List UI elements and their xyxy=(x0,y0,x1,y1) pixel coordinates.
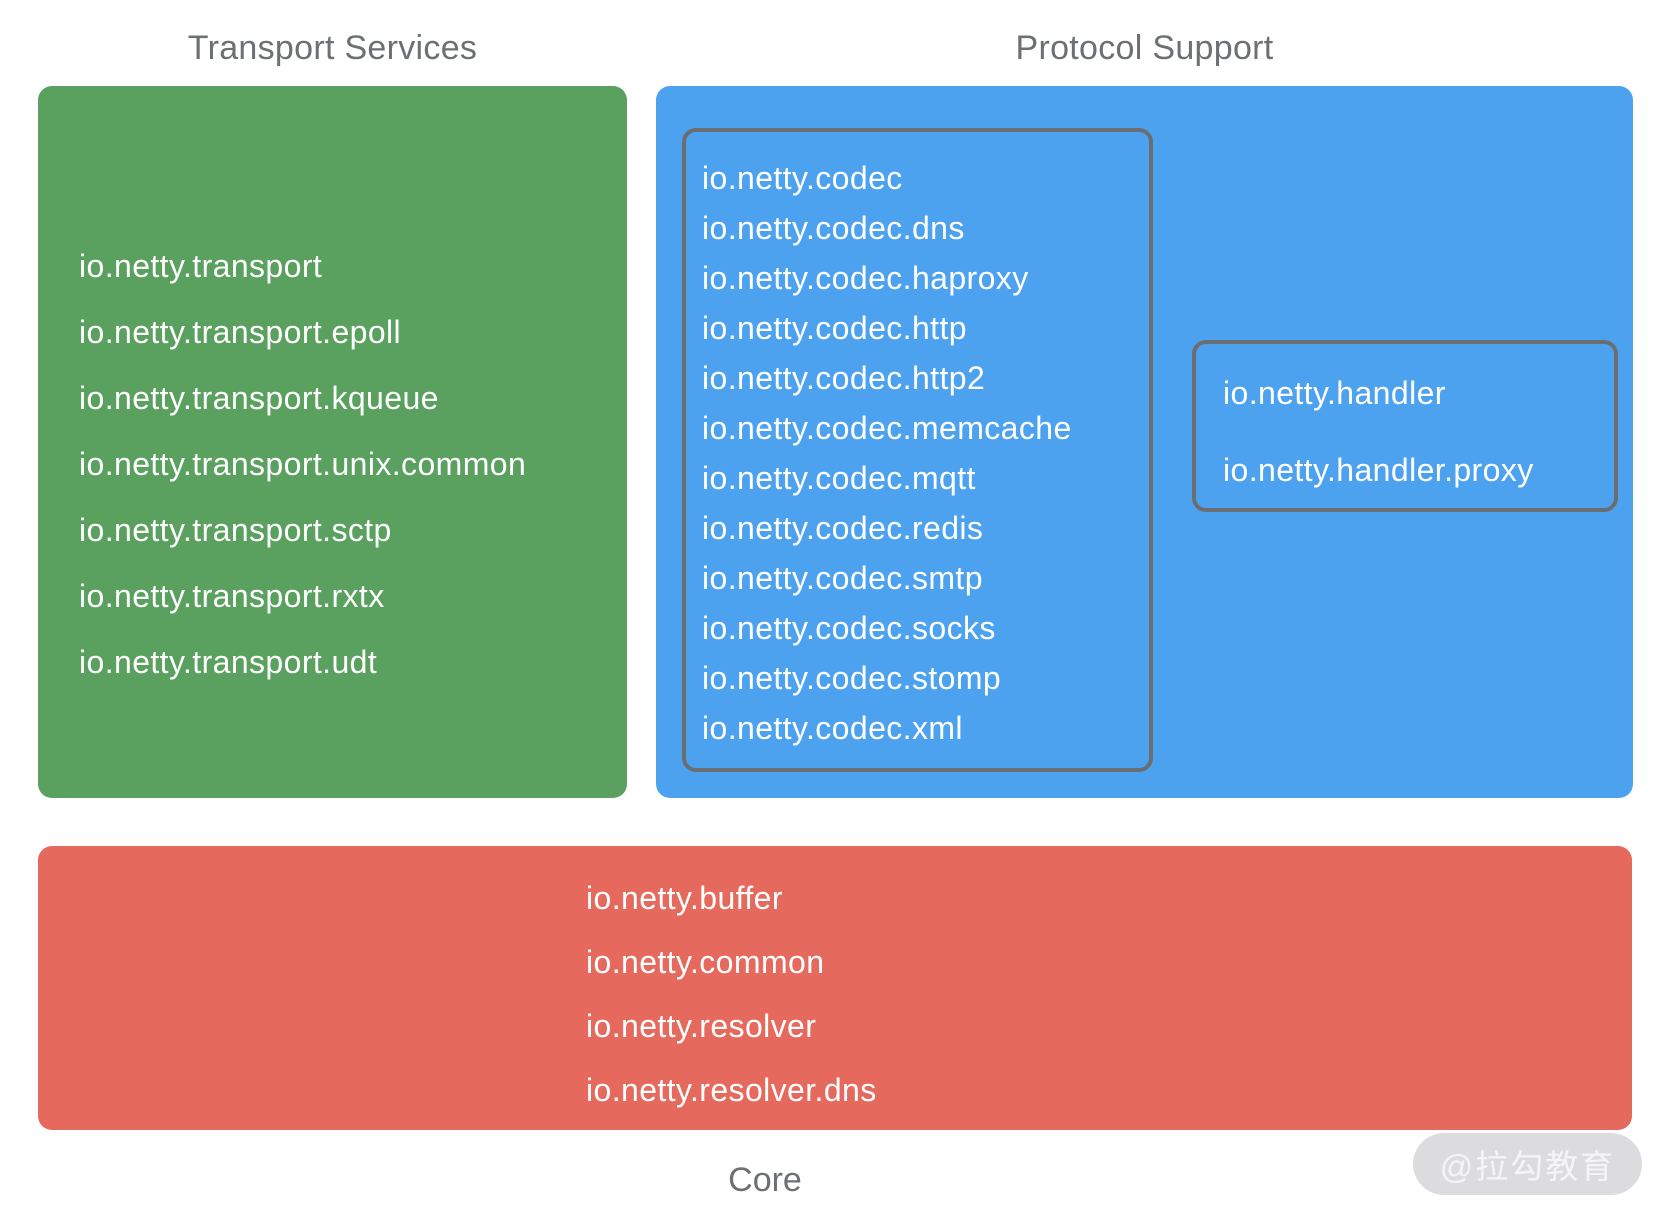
package-label: io.netty.codec.mqtt xyxy=(702,460,976,496)
package-label: io.netty.codec.socks xyxy=(702,610,996,646)
handler-packages-group: io.netty.handler io.netty.handler.proxy xyxy=(1192,340,1618,512)
package-label: io.netty.codec.stomp xyxy=(702,660,1002,696)
handler-package-list: io.netty.handler io.netty.handler.proxy xyxy=(1196,344,1614,495)
protocol-support-box: io.netty.codec io.netty.codec.dns io.net… xyxy=(656,86,1633,798)
core-box: io.netty.buffer io.netty.common io.netty… xyxy=(38,846,1632,1130)
package-label: io.netty.transport.kqueue xyxy=(79,380,439,416)
package-label: io.netty.transport.sctp xyxy=(79,512,392,548)
core-title: Core xyxy=(728,1161,802,1199)
package-label: io.netty.transport.unix.common xyxy=(79,446,527,482)
watermark-text: @拉勾教育 xyxy=(1439,1148,1616,1185)
package-label: io.netty.codec xyxy=(702,160,903,196)
package-label: io.netty.transport.rxtx xyxy=(79,578,385,614)
codec-package-list: io.netty.codec io.netty.codec.dns io.net… xyxy=(686,132,1149,753)
package-label: io.netty.codec.xml xyxy=(702,710,963,746)
core-package-list: io.netty.buffer io.netty.common io.netty… xyxy=(38,846,1632,1122)
package-label: io.netty.codec.dns xyxy=(702,210,965,246)
package-label: io.netty.codec.haproxy xyxy=(702,260,1029,296)
package-label: io.netty.buffer xyxy=(586,880,783,916)
codec-packages-group: io.netty.codec io.netty.codec.dns io.net… xyxy=(682,128,1153,772)
package-label: io.netty.handler.proxy xyxy=(1223,452,1534,488)
package-label: io.netty.codec.smtp xyxy=(702,560,983,596)
package-label: io.netty.transport.udt xyxy=(79,644,378,680)
package-label: io.netty.codec.http xyxy=(702,310,967,346)
protocol-support-title: Protocol Support xyxy=(1015,29,1274,67)
watermark-badge: @拉勾教育 xyxy=(1413,1133,1642,1195)
package-label: io.netty.resolver.dns xyxy=(586,1072,877,1108)
package-label: io.netty.codec.http2 xyxy=(702,360,986,396)
package-label: io.netty.resolver xyxy=(586,1008,817,1044)
package-label: io.netty.codec.redis xyxy=(702,510,984,546)
package-label: io.netty.transport.epoll xyxy=(79,314,402,350)
transport-services-title: Transport Services xyxy=(187,29,478,67)
transport-services-box: io.netty.transport io.netty.transport.ep… xyxy=(38,86,627,798)
package-label: io.netty.handler xyxy=(1223,375,1446,411)
transport-package-list: io.netty.transport io.netty.transport.ep… xyxy=(38,86,627,695)
package-label: io.netty.transport xyxy=(79,248,323,284)
package-label: io.netty.common xyxy=(586,944,825,980)
package-label: io.netty.codec.memcache xyxy=(702,410,1072,446)
